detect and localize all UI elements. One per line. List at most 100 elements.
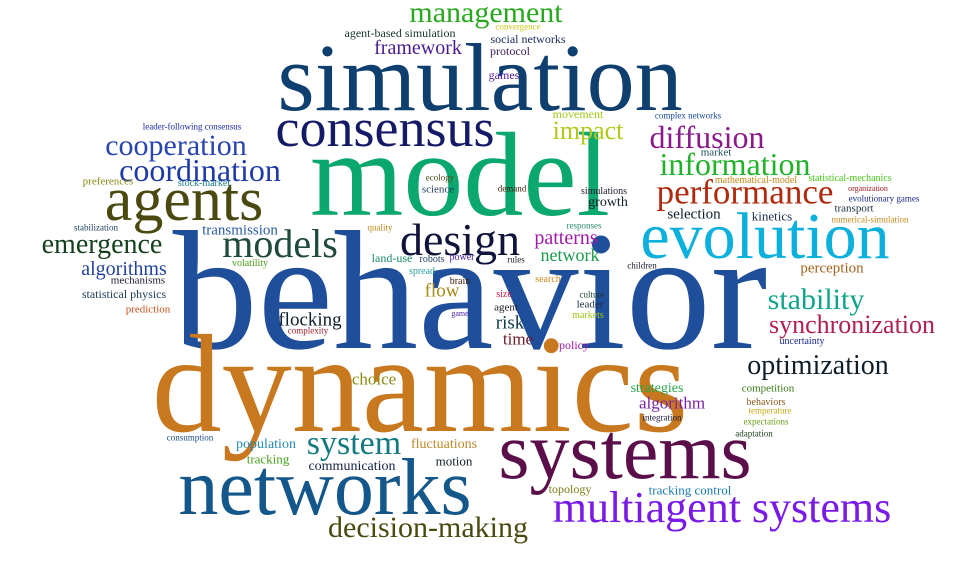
cloud-word: ecology [425,172,455,183]
cloud-word: diffusion [649,119,765,155]
cloud-word: evolutionary games [848,193,920,204]
cloud-word: power [449,252,475,263]
cloud-word: system [306,425,402,462]
cloud-word: growth [588,195,628,210]
cloud-word: stability [767,283,865,316]
cloud-word: uncertainty [779,336,825,347]
cloud-word: management [409,0,563,29]
cloud-word: flow [424,280,460,302]
cloud-word: design [399,214,521,265]
cloud-word: stabilization [74,222,118,233]
cloud-word: numerical-simulation [831,214,909,225]
cloud-word: optimization [747,350,889,381]
cloud-word: synchronization [768,310,936,339]
cloud-word: network [540,245,600,265]
cloud-word: impact [552,116,624,145]
cloud-word: complexity [287,325,329,336]
cloud-word: leader-following consensus [142,121,242,132]
cloud-word: networks [178,444,472,532]
cloud-word: convergence [495,21,541,32]
cloud-word: temperature [748,405,792,416]
cloud-word: framework [374,37,462,59]
cloud-word: search [535,274,561,285]
cloud-word: algorithms [81,258,167,280]
cloud-word: quality [367,222,393,233]
cloud-word: protocol [490,44,530,58]
cloud-word: markets [572,310,604,321]
cloud-word: integration [642,412,682,423]
cloud-word: adaptation [735,428,773,439]
cloud-word: agent [494,301,518,314]
cloud-word: competition [741,382,795,395]
cloud-word: emergence [41,229,163,260]
cloud-word: agent-based simulation [344,26,456,40]
cloud-word: risk [495,312,525,334]
cloud-word: tracking [246,451,290,467]
cloud-word: social networks [490,32,566,46]
cloud-word: size [496,289,512,300]
cloud-word: spread [408,266,436,277]
cloud-word: responses [566,220,602,231]
cloud-word: motion [435,453,473,469]
cloud-word: brain [449,276,471,287]
cloud-word: culture [579,289,605,300]
cloud-word: preferences [82,175,134,188]
cloud-word: model [310,108,610,241]
cloud-word: cooperation [105,129,247,162]
cloud-word: multiagent systems [552,483,892,532]
cloud-word: dynamics [151,307,689,462]
cloud-word: science [421,183,455,196]
cloud-word: decision-making [328,511,528,544]
cloud-word: behavior [172,197,768,385]
cloud-word: fluctuations [410,437,478,452]
cloud-word: kinetics [751,208,793,224]
cloud-word: population [236,437,296,452]
cloud-word: simulations [580,186,628,197]
cloud-word: game [451,309,469,318]
cloud-word: algorithm [638,393,706,413]
cloud-word: information [659,146,811,182]
cloud-word: prediction [125,303,171,316]
cloud-word: robots [419,254,445,265]
cloud-word: mechanisms [110,274,166,287]
cloud-word: rules [507,254,525,265]
cloud-word: models [222,221,338,266]
cloud-word: expectations [743,416,789,427]
cloud-word: evolution [640,200,890,273]
cloud-word: mathematical-model [714,175,798,186]
cloud-word: communication [308,459,396,474]
cloud-word: policy [559,338,589,352]
cloud-word: statistical physics [81,287,167,301]
cloud-word: statistical-mechanics [808,173,892,184]
cloud-word: market [700,146,732,159]
cloud-word: complex networks [654,110,722,121]
cloud-word: transport [834,202,874,215]
cloud-word: agents [104,166,264,234]
cloud-word: stock-market [177,178,231,189]
cloud-word: time [502,329,534,349]
cloud-word: transmission [202,222,278,239]
cloud-word: organization [848,184,888,193]
cloud-word: choice [351,369,397,389]
cloud-word: tracking control [648,482,732,498]
cloud-word: movement [552,107,604,121]
cloud-word: children [627,260,657,271]
cloud-word: perception [800,260,864,277]
cloud-word: patterns [534,227,598,249]
cloud-word: coordination [119,152,281,188]
cloud-word: demand [497,183,527,194]
cloud-word: performance [656,172,834,212]
cloud-word: consensus [275,98,495,158]
cloud-word: selection [667,206,721,223]
cloud-word: consumption [166,432,214,443]
cloud-word: systems [498,408,752,496]
cloud-word: behaviors [746,397,786,408]
cloud-word: flocking [278,309,342,331]
cloud-word: leader [576,298,604,311]
cloud-word: strategies [630,381,684,396]
cloud-word: games [488,68,520,82]
cloud-word: land-use [371,251,413,265]
cloud-word: volatility [231,258,269,269]
cloud-word: topology [548,482,592,496]
